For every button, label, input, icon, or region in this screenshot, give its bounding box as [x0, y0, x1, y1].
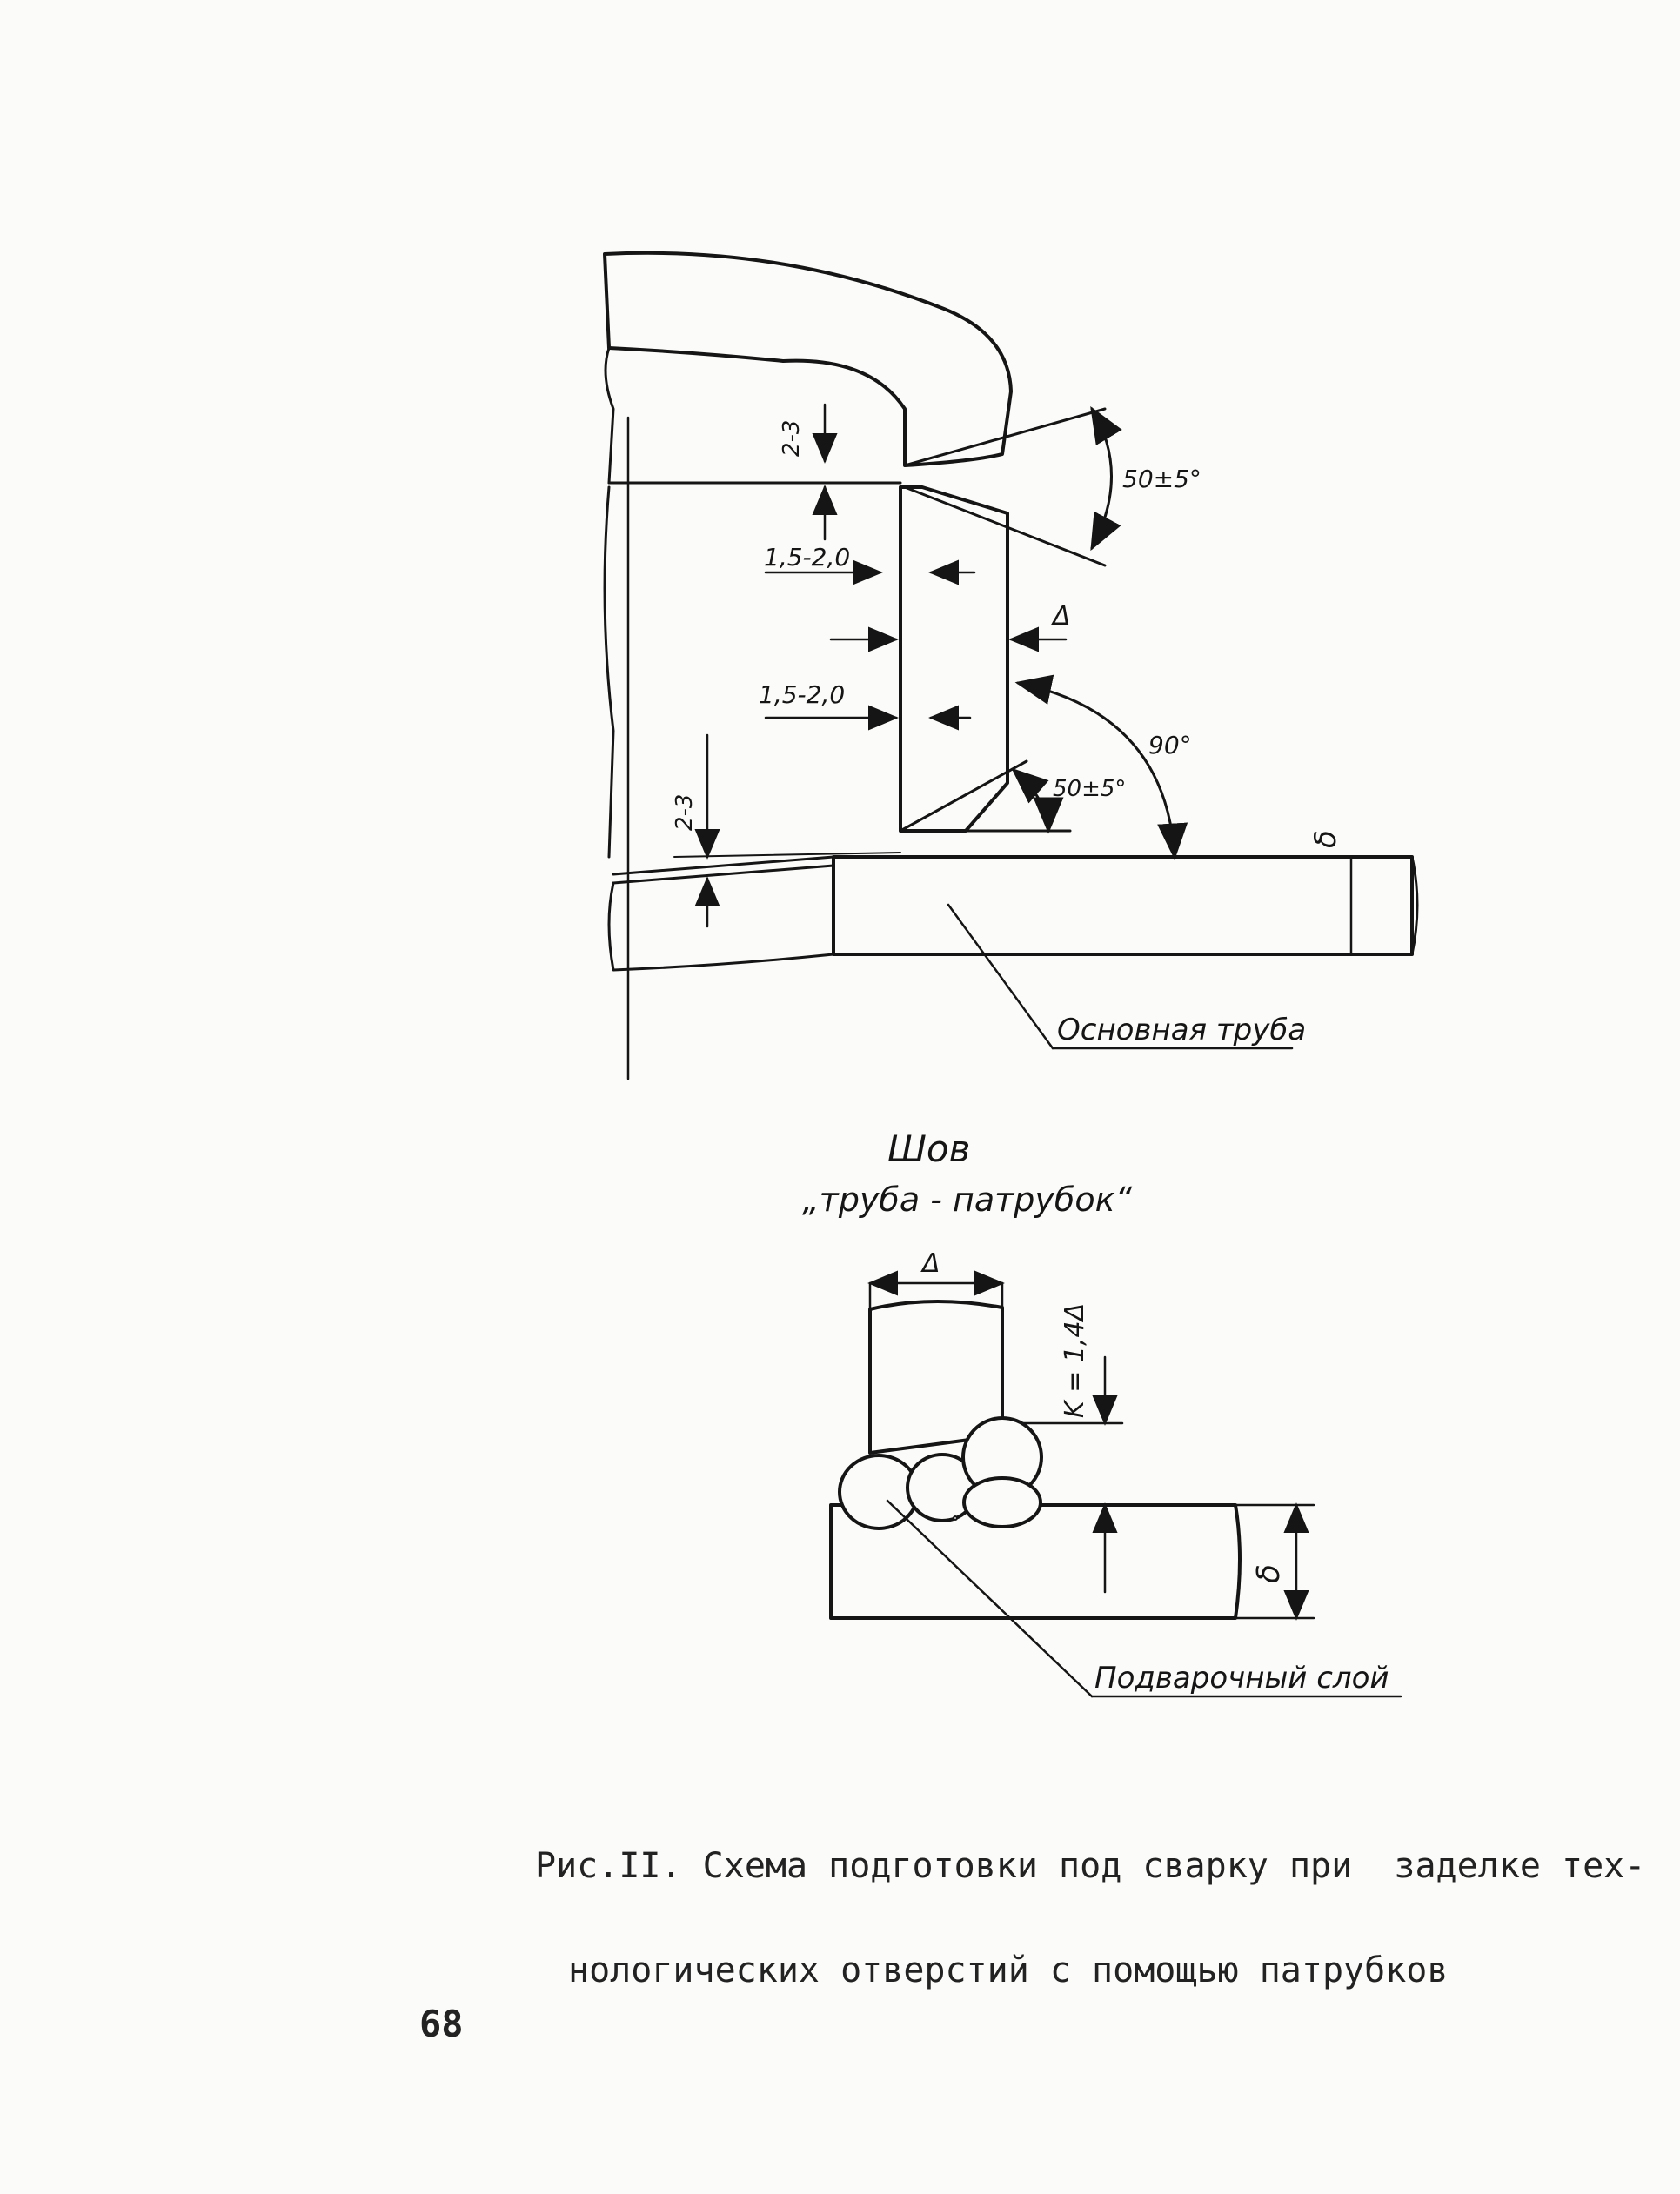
label-thickness-2: δ — [1251, 1564, 1287, 1583]
main-pipe-wall — [832, 855, 1414, 956]
label-land-upper: 1,5-2,0 — [764, 543, 850, 572]
label-angle-top: 50±5° — [1122, 465, 1201, 493]
upper-pipe-wall — [603, 251, 1013, 467]
label-wall-delta-2: Δ — [920, 1248, 940, 1279]
caption-line-2: нологических отверстий с помощью патрубк… — [568, 1950, 1449, 1990]
label-thickness: δ — [1309, 830, 1343, 848]
page-number: 68 — [419, 2003, 464, 2045]
left-break-line — [604, 346, 615, 485]
diagram-2-section — [829, 1270, 1402, 1698]
angle-arc-top — [1090, 405, 1122, 552]
angle-arc-right — [1014, 674, 1188, 860]
caption-line-1: Рис.II. Схема подготовки под сварку при … — [535, 1846, 1646, 1886]
seam-title-1: Шов — [887, 1127, 970, 1170]
label-wall-delta: Δ — [1051, 601, 1071, 632]
label-land-lower: 1,5-2,0 — [759, 680, 845, 709]
label-gap-top: 2-3 — [779, 420, 805, 457]
label-angle-right: 90° — [1148, 731, 1192, 759]
label-main-pipe: Основная труба — [1057, 1013, 1306, 1047]
seam-title-2: „труба - патрубок“ — [802, 1181, 1133, 1219]
label-leg-k: K = 1,4Δ — [1060, 1303, 1090, 1418]
label-gap-bottom: 2-3 — [672, 794, 698, 831]
angle-arc-bottom — [1011, 767, 1064, 834]
label-backing-layer: Подварочный слой — [1094, 1661, 1389, 1696]
figure-caption: Рис.II. Схема подготовки под сварку при … — [535, 1779, 1646, 2023]
diagram-1-section — [603, 251, 1419, 1080]
label-angle-bottom: 50±5° — [1053, 776, 1126, 802]
